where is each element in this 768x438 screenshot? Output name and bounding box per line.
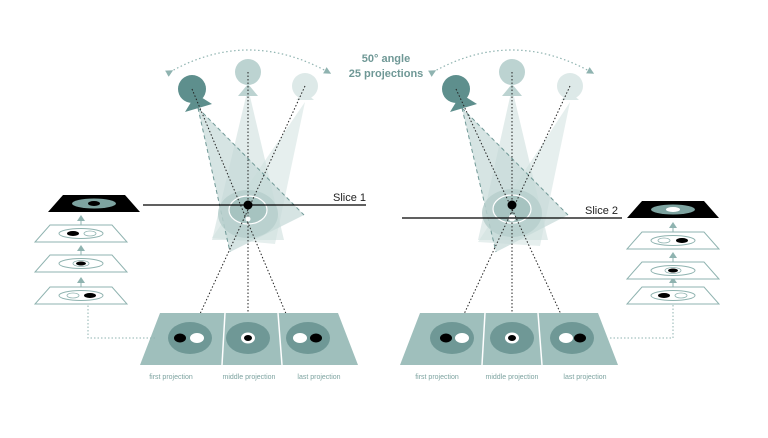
right-panel: Slice 2 first projection middle projecti… <box>400 49 721 381</box>
first-projection-label-right: first projection <box>415 374 459 381</box>
xray-source-left-left <box>178 75 212 112</box>
xray-source-left-right <box>442 75 477 112</box>
projection-last-right <box>550 322 594 354</box>
slice-stack-right <box>625 201 721 305</box>
last-projection-label-left: last projection <box>297 374 340 381</box>
ray-left-source-right <box>455 88 574 341</box>
ray-right-source-left <box>187 85 306 341</box>
sweep-arc-right <box>428 49 595 77</box>
slice-stack-left <box>33 195 140 305</box>
connector-left <box>87 305 155 339</box>
projections-count-label: 25 projections <box>349 68 424 80</box>
projection-middle-left <box>226 322 270 354</box>
ray-right-source-right <box>451 85 571 341</box>
middle-projection-label-right: middle projection <box>486 374 539 381</box>
projection-middle-right <box>490 322 534 354</box>
first-projection-label-left: first projection <box>149 374 193 381</box>
last-projection-label-right: last projection <box>563 374 606 381</box>
middle-projection-label-left: middle projection <box>223 374 276 381</box>
left-panel: Slice 1 first projection middle projecti… <box>33 49 366 381</box>
projection-first-left <box>168 322 212 354</box>
beam-edge-dashed-right <box>461 107 497 253</box>
angle-label: 50° angle <box>362 53 410 65</box>
connector-right <box>610 305 674 339</box>
projection-last-left <box>286 322 330 354</box>
focal-point-right <box>507 200 517 210</box>
sweep-arc-left <box>165 49 332 77</box>
slice-2-label: Slice 2 <box>585 205 618 217</box>
projection-first-right <box>430 322 474 354</box>
sub-point-left <box>245 216 251 222</box>
slice-1-label: Slice 1 <box>333 192 366 204</box>
